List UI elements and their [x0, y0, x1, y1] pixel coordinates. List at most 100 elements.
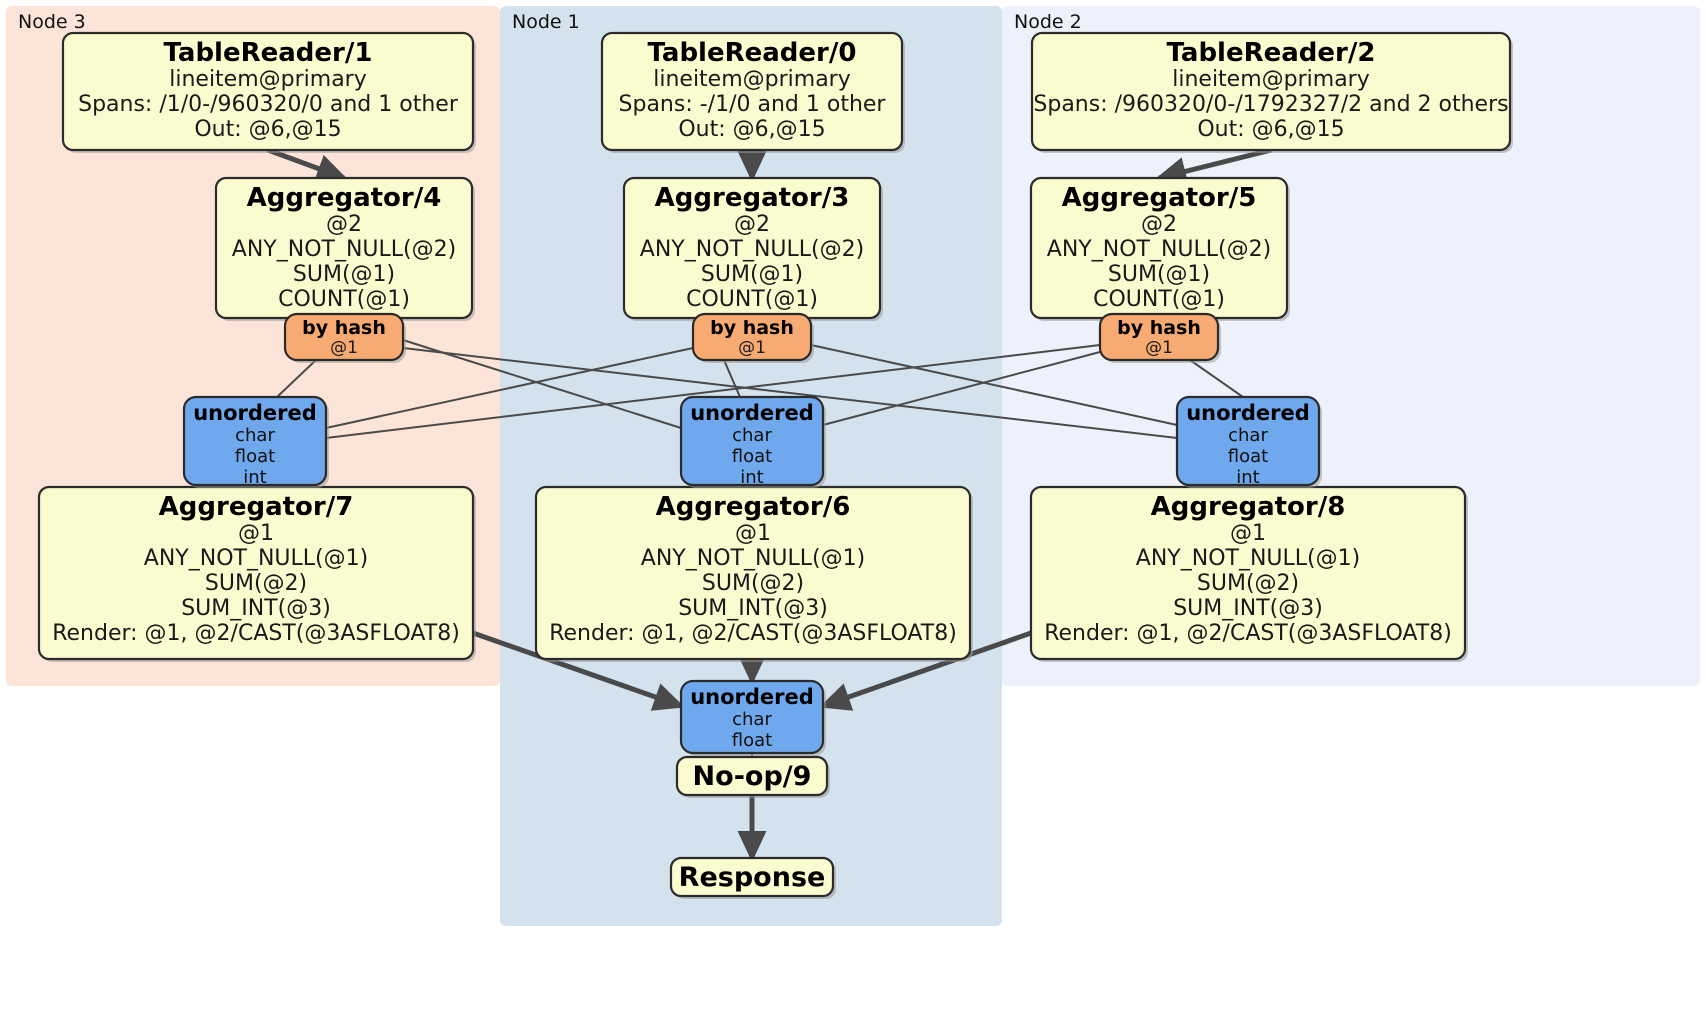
- node-detail-line: ANY_NOT_NULL(@2): [232, 237, 456, 262]
- node-detail-line: ANY_NOT_NULL(@1): [641, 546, 865, 571]
- node-detail-line: Spans: /960320/0-/1792327/2 and 2 others: [1033, 92, 1508, 117]
- node-detail-line: SUM_INT(@3): [181, 596, 331, 621]
- node-detail-line: int: [243, 467, 266, 488]
- node-title: unordered: [690, 401, 814, 425]
- node-detail-line: Spans: /1/0-/960320/0 and 1 other: [78, 92, 459, 117]
- node-title: TableReader/2: [1167, 38, 1376, 68]
- node-title: Aggregator/3: [655, 183, 850, 213]
- node-title: unordered: [1186, 401, 1310, 425]
- node-title: Aggregator/5: [1062, 183, 1257, 213]
- node-detail-line: float: [1228, 446, 1268, 467]
- router-node-router-3[interactable]: by hash@1: [691, 312, 814, 363]
- node-detail-line: Spans: -/1/0 and 1 other: [619, 92, 887, 117]
- edge-router5-to-sync6: [822, 351, 1101, 426]
- node-detail-line: ANY_NOT_NULL(@1): [1136, 546, 1360, 571]
- edge-router5-to-sync8: [1189, 359, 1244, 398]
- node-body: [182, 395, 328, 487]
- node-detail-line: ANY_NOT_NULL(@2): [640, 237, 864, 262]
- node-detail-line: ANY_NOT_NULL(@2): [1047, 237, 1271, 262]
- processor-node-response[interactable]: Response: [669, 856, 836, 899]
- node-body: [1098, 312, 1220, 362]
- node-title: TableReader/0: [648, 38, 857, 68]
- node-detail-line: char: [235, 425, 275, 446]
- node-detail-line: @1: [1230, 521, 1266, 546]
- node-body: [679, 679, 825, 755]
- router-node-router-4[interactable]: by hash@1: [283, 312, 406, 363]
- node-title: Aggregator/8: [1151, 492, 1346, 522]
- edge-agg8-to-syncfinal: [819, 630, 1032, 711]
- edges-layer: [254, 147, 1272, 862]
- node-detail-line: SUM(@1): [293, 262, 395, 287]
- node-detail-line: @2: [1141, 212, 1177, 237]
- panel-label: Node 2: [1014, 11, 1082, 33]
- node-detail-line: Render: @1, @2/CAST(@3ASFLOAT8): [1044, 621, 1452, 646]
- node-body: [283, 312, 405, 362]
- node-detail-line: @1: [735, 521, 771, 546]
- node-detail-line: char: [1228, 425, 1268, 446]
- node-detail-line: @1: [330, 338, 358, 358]
- node-detail-line: lineitem@primary: [169, 67, 367, 92]
- node-detail-line: @2: [326, 212, 362, 237]
- edge-router3-to-sync6: [723, 359, 741, 398]
- node-detail-line: ANY_NOT_NULL(@1): [144, 546, 368, 571]
- node-detail-line: SUM(@2): [205, 571, 307, 596]
- node-body: [1175, 395, 1321, 487]
- edge-router4-to-sync6: [402, 339, 682, 429]
- panel-label: Node 3: [18, 11, 86, 33]
- edge-agg7-to-syncfinal: [472, 630, 685, 711]
- edge-router4-to-sync7: [276, 359, 317, 398]
- node-detail-line: Out: @6,@15: [194, 117, 341, 142]
- processor-node-aggregator-3[interactable]: Aggregator/3@2ANY_NOT_NULL(@2)SUM(@1)COU…: [622, 176, 883, 321]
- node-detail-line: SUM(@1): [701, 262, 803, 287]
- node-title: TableReader/1: [164, 38, 373, 68]
- router-node-router-5[interactable]: by hash@1: [1098, 312, 1221, 363]
- node-body: [669, 856, 835, 898]
- node-detail-line: int: [1236, 467, 1259, 488]
- node-title: No-op/9: [693, 761, 812, 792]
- processor-node-aggregator-6[interactable]: Aggregator/6@1ANY_NOT_NULL(@1)SUM(@2)SUM…: [534, 485, 973, 662]
- node-detail-line: COUNT(@1): [1093, 287, 1225, 312]
- node-detail-line: Out: @6,@15: [678, 117, 825, 142]
- node-detail-line: lineitem@primary: [653, 67, 851, 92]
- edge-router3-to-sync7: [325, 347, 694, 429]
- node-detail-line: Out: @6,@15: [1197, 117, 1344, 142]
- node-title: by hash: [1117, 317, 1201, 339]
- node-detail-line: Render: @1, @2/CAST(@3ASFLOAT8): [52, 621, 460, 646]
- processor-node-no-op-9[interactable]: No-op/9: [675, 755, 830, 798]
- node-body: [600, 31, 904, 152]
- node-detail-line: @1: [238, 521, 274, 546]
- node-detail-line: float: [732, 446, 772, 467]
- processor-node-aggregator-8[interactable]: Aggregator/8@1ANY_NOT_NULL(@1)SUM(@2)SUM…: [1029, 485, 1468, 662]
- node-title: unordered: [193, 401, 317, 425]
- node-detail-line: COUNT(@1): [278, 287, 410, 312]
- processor-node-aggregator-5[interactable]: Aggregator/5@2ANY_NOT_NULL(@2)SUM(@1)COU…: [1029, 176, 1290, 321]
- node-title: Aggregator/7: [159, 492, 354, 522]
- node-detail-line: @1: [1145, 338, 1173, 358]
- node-detail-line: float: [235, 446, 275, 467]
- processor-node-aggregator-4[interactable]: Aggregator/4@2ANY_NOT_NULL(@2)SUM(@1)COU…: [214, 176, 475, 321]
- node-body: [675, 755, 829, 797]
- node-title: Aggregator/6: [656, 492, 851, 522]
- processor-node-aggregator-7[interactable]: Aggregator/7@1ANY_NOT_NULL(@1)SUM(@2)SUM…: [37, 485, 476, 662]
- node-detail-line: SUM_INT(@3): [678, 596, 828, 621]
- node-detail-line: @1: [738, 338, 766, 358]
- node-body: [691, 312, 813, 362]
- node-detail-line: SUM(@1): [1108, 262, 1210, 287]
- panel-label: Node 1: [512, 11, 580, 33]
- node-detail-line: lineitem@primary: [1172, 67, 1370, 92]
- edge-router3-to-sync8: [810, 344, 1178, 426]
- node-detail-line: COUNT(@1): [686, 287, 818, 312]
- node-body: [679, 395, 825, 487]
- node-body: [61, 31, 475, 152]
- node-detail-line: SUM(@2): [1197, 571, 1299, 596]
- node-title: by hash: [710, 317, 794, 339]
